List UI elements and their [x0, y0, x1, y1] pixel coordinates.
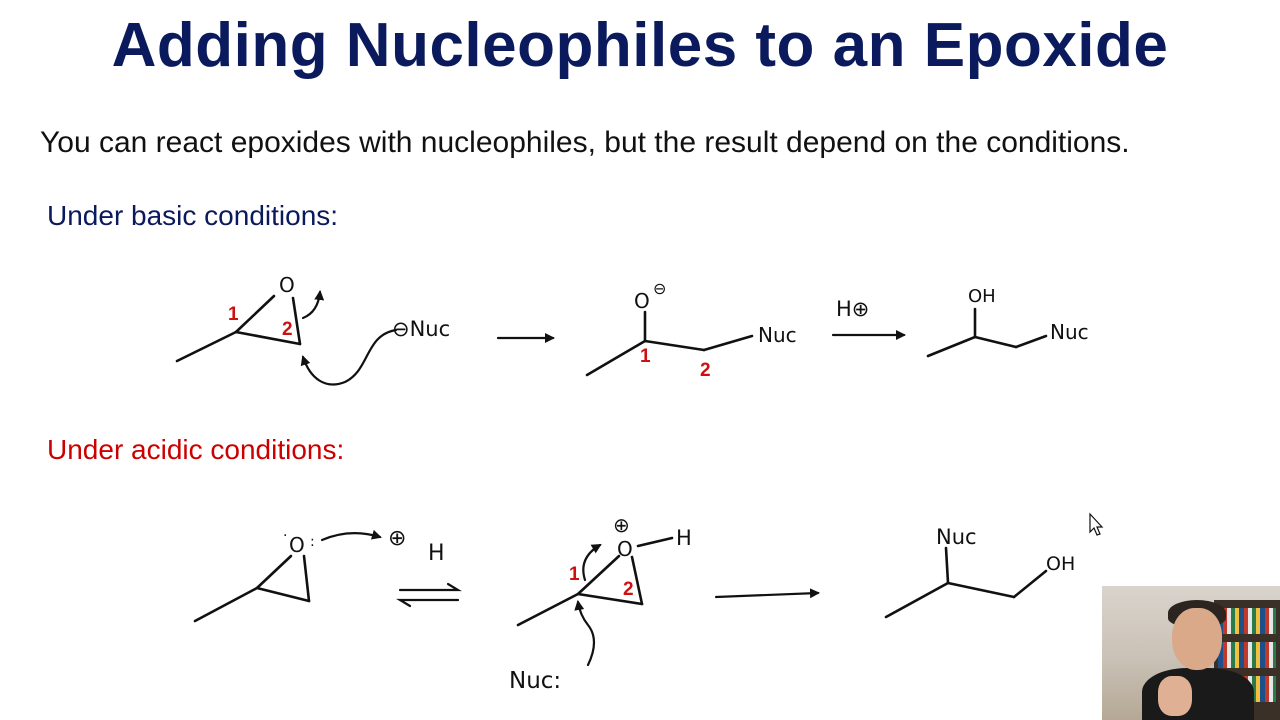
alkoxide-oxygen: O — [634, 289, 650, 313]
basic-final-product: OH Nuc — [926, 286, 1089, 358]
basic-o-electron-arrow — [301, 290, 325, 320]
intermediate-carbon-2-label: 2 — [700, 360, 711, 381]
acidic-bond-break-arrow — [582, 543, 602, 582]
acidic-protonation-arrow — [320, 529, 382, 542]
webcam-overlay — [1102, 586, 1280, 720]
alkoxide-negative-charge: ⊖ — [653, 279, 666, 298]
basic-alkoxide-intermediate: O ⊖ 1 2 Nuc — [585, 279, 797, 381]
acidic-product-nucleophile: Nuc — [936, 525, 977, 549]
acidic-nucleophile: Nuc: — [509, 668, 561, 694]
acidic-reaction-arrow — [714, 588, 820, 599]
oxonium-intermediate: O ⊕ H 1 2 — [516, 513, 692, 627]
basic-carbon-2-label: 2 — [282, 319, 293, 340]
acidic-nucleophile-attack-arrow — [574, 600, 596, 667]
protonation-reagent: H⊕ — [836, 297, 869, 321]
presenter-head — [1172, 608, 1222, 670]
presenter-hand — [1158, 676, 1192, 716]
svg-text:·: · — [283, 528, 287, 544]
acidic-epoxide: O · : — [193, 528, 315, 623]
basic-product-hydroxyl: OH — [968, 286, 996, 307]
intermediate-carbon-1-label: 1 — [640, 346, 651, 367]
oxonium-oxygen: O — [617, 537, 633, 561]
acidic-final-product: Nuc OH — [884, 525, 1075, 619]
oxonium-positive-charge: ⊕ — [613, 513, 630, 537]
svg-text::: : — [310, 534, 315, 550]
proton-positive-charge: ⊕ — [388, 526, 406, 551]
oxonium-carbon-2-label: 2 — [623, 579, 634, 600]
basic-nucleophile-attack-arrow — [300, 328, 398, 386]
basic-carbon-1-label: 1 — [228, 304, 239, 325]
slide-title: Adding Nucleophiles to an Epoxide — [111, 11, 1169, 80]
oxonium-hydrogen: H — [676, 526, 692, 550]
acidic-epoxide-oxygen: O — [289, 533, 305, 557]
mouse-cursor-icon — [1089, 512, 1104, 536]
proton-hydrogen: H — [428, 541, 445, 566]
basic-conditions-heading: Under basic conditions: — [47, 200, 339, 231]
intermediate-nucleophile: Nuc — [758, 323, 797, 347]
acidic-conditions-heading: Under acidic conditions: — [47, 434, 345, 465]
acidic-product-hydroxyl: OH — [1046, 553, 1075, 575]
basic-epoxide: O 1 2 — [175, 273, 302, 363]
basic-nucleophile: ⊖Nuc — [392, 317, 450, 341]
slide-subtitle: You can react epoxides with nucleophiles… — [40, 126, 1130, 159]
basic-product-nucleophile: Nuc — [1050, 320, 1089, 344]
oxonium-carbon-1-label: 1 — [569, 564, 580, 585]
basic-epoxide-oxygen: O — [279, 273, 295, 297]
equilibrium-arrows — [396, 582, 462, 608]
